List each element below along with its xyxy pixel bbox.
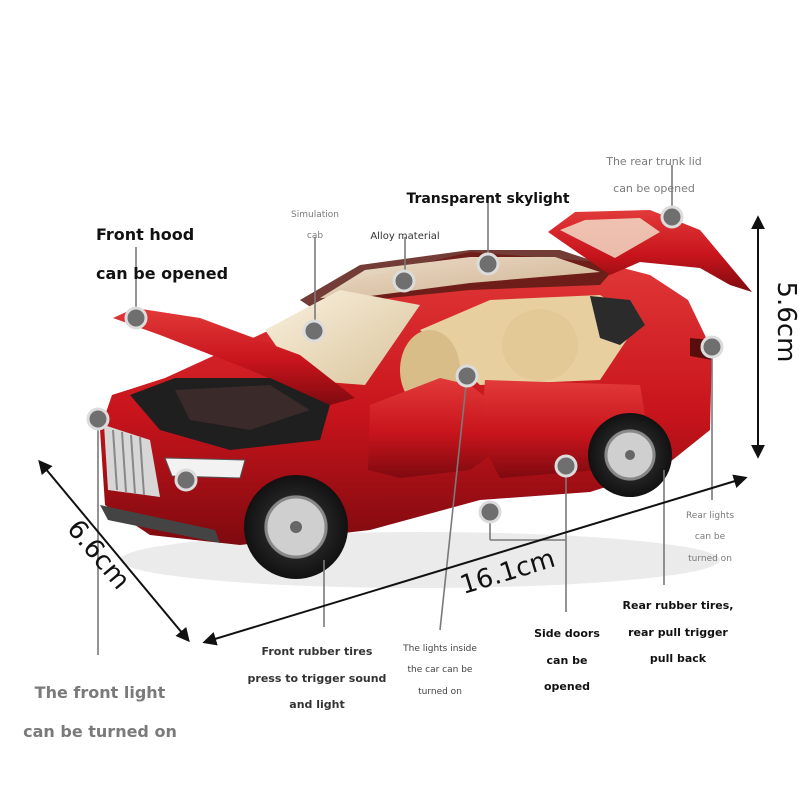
label-front-hood: Front hood can be opened bbox=[96, 225, 229, 283]
label-simulation-cab: Simulation cab bbox=[291, 209, 339, 242]
marker-alloy bbox=[392, 269, 416, 293]
marker-trunk bbox=[660, 205, 684, 229]
marker-interior-light bbox=[455, 364, 479, 388]
length-arrow bbox=[202, 474, 748, 646]
label-alloy-material: Alloy material bbox=[370, 231, 440, 242]
marker-front-light bbox=[86, 407, 110, 431]
label-rear-lights: Rear lights can be turned on bbox=[685, 510, 735, 564]
width-arrow bbox=[38, 459, 190, 643]
marker-simulation-cab bbox=[302, 319, 326, 343]
marker-door-lower bbox=[478, 500, 502, 524]
toy-car bbox=[100, 210, 752, 588]
marker-skylight bbox=[476, 252, 500, 276]
marker-rear-tire bbox=[174, 468, 198, 492]
dimension-arrows bbox=[38, 215, 765, 646]
label-front-tires: Front rubber tires press to trigger soun… bbox=[247, 645, 387, 711]
marker-side-door bbox=[554, 454, 578, 478]
marker-rear-lights bbox=[700, 335, 724, 359]
label-rear-trunk: The rear trunk lid can be opened bbox=[606, 155, 702, 195]
label-rear-tires: Rear rubber tires, rear pull trigger pul… bbox=[622, 599, 734, 665]
label-transparent-skylight: Transparent skylight bbox=[406, 190, 570, 207]
label-interior-lights: The lights inside the car can be turned … bbox=[403, 643, 477, 697]
marker-front-hood bbox=[124, 306, 148, 330]
label-front-light: The front light can be turned on bbox=[23, 683, 177, 741]
height-dimension: 5.6cm bbox=[771, 282, 800, 363]
label-side-doors: Side doors can be opened bbox=[534, 627, 600, 693]
